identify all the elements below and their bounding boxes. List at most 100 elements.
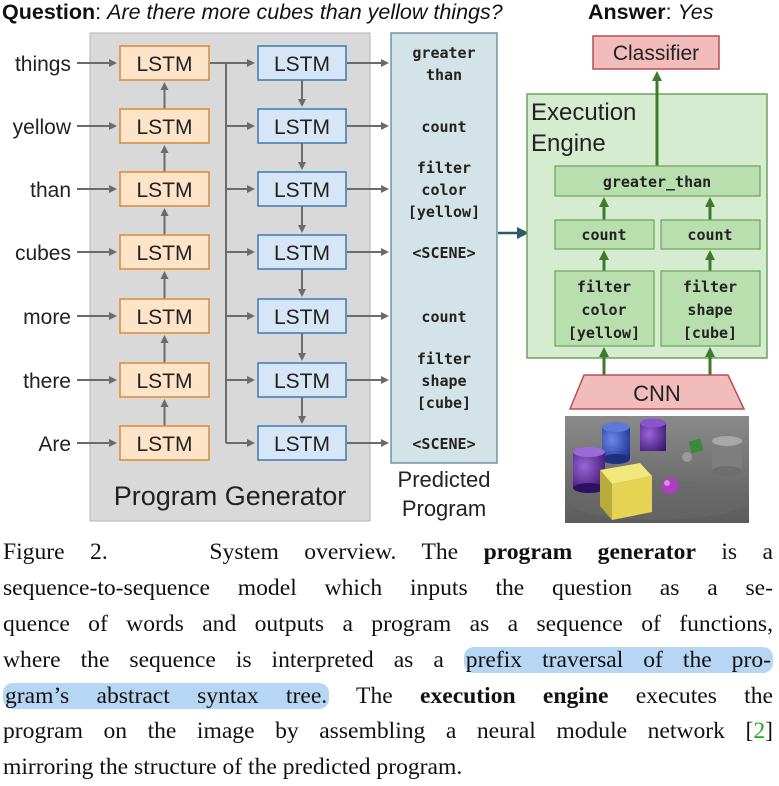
answer-label: Answer — [588, 0, 666, 24]
term-execution-engine: execution engine — [419, 682, 609, 709]
word-1: yellow — [13, 116, 72, 139]
decoder-lstm-6 — [257, 425, 347, 461]
encoder-lstm-label-2: LSTM — [136, 179, 192, 202]
caption-l4-pre: where the sequence is interpreted as a — [3, 646, 464, 673]
figure-label: Figure 2. — [3, 539, 108, 565]
caption-l1-post: is a — [695, 539, 773, 565]
encoder-lstm-label-5: LSTM — [136, 370, 192, 393]
caption-line-4: where the sequence is interpreted as a p… — [3, 643, 773, 679]
question-body: Are there more cubes than yellow things? — [107, 0, 503, 24]
system-overview-diagram: Program Generator Predicted Program thin… — [13, 32, 768, 523]
question-label: Question — [2, 0, 96, 24]
encoder-lstm-4 — [119, 298, 210, 334]
module-greater-than-label: greater_than — [603, 173, 711, 191]
module-filter-right-line-1: filter — [683, 278, 737, 296]
module-filter-left-line-1: filter — [577, 278, 631, 296]
encoder-lstm-label-4: LSTM — [136, 306, 192, 329]
encoder-lstm-label-1: LSTM — [136, 116, 192, 139]
program-token-5-line-2: [cube] — [417, 394, 471, 412]
decoder-lstm-label-5: LSTM — [274, 370, 330, 393]
program-token-3-line-0: <SCENE> — [412, 244, 475, 262]
program-token-5-line-0: filter — [417, 350, 471, 368]
classifier-label: Classifier — [613, 42, 699, 65]
classifier-box — [592, 35, 720, 70]
caption-l5-mid: The — [329, 682, 420, 709]
program-token-1-line-0: count — [421, 118, 466, 136]
caption-l1-pre: System overview. The — [209, 539, 484, 565]
program-token-0-line-1: than — [426, 66, 462, 84]
caption-line-5: gram’s abstract syntax tree. The executi… — [3, 679, 773, 715]
module-count-left — [554, 219, 655, 250]
word-5: there — [23, 370, 71, 393]
predicted-program-label-2: Program — [402, 496, 486, 521]
decoder-lstm-2 — [257, 171, 347, 207]
caption-l5-post: executes the — [608, 682, 773, 709]
encoder-lstm-0 — [119, 45, 210, 81]
caption-line-1: Figure 2. System overview. The program g… — [3, 535, 773, 571]
decoder-lstm-label-1: LSTM — [274, 116, 330, 139]
word-0: things — [15, 53, 71, 76]
module-filter-left-line-2: color — [581, 301, 626, 319]
clevr-scene-image — [565, 416, 749, 523]
program-generator-label: Program Generator — [114, 481, 347, 511]
encoder-lstm-label-6: LSTM — [136, 433, 192, 456]
program-token-5-line-1: shape — [421, 372, 466, 390]
program-token-0-line-0: greater — [412, 44, 475, 62]
word-4: more — [23, 306, 71, 329]
module-filter-right-line-3: [cube] — [683, 324, 737, 342]
program-token-2-line-2: [yellow] — [408, 203, 480, 221]
term-program-generator: program generator — [483, 539, 696, 565]
module-greater-than — [554, 165, 761, 197]
module-count-right-label: count — [687, 226, 732, 244]
encoder-lstm-5 — [119, 362, 210, 398]
module-count-right — [660, 219, 761, 250]
decoder-lstm-label-4: LSTM — [274, 306, 330, 329]
decoder-lstm-label-0: LSTM — [274, 53, 330, 76]
decoder-lstm-3 — [257, 234, 347, 270]
execution-engine-label-1: Execution — [531, 99, 636, 126]
module-filter-right-line-2: shape — [687, 301, 732, 319]
encoder-lstm-1 — [119, 108, 210, 144]
encoder-lstm-label-3: LSTM — [136, 242, 192, 265]
cnn-block — [568, 374, 746, 410]
word-6: Are — [38, 433, 71, 456]
encoder-lstm-label-0: LSTM — [136, 53, 192, 76]
encoder-lstm-3 — [119, 234, 210, 270]
program-token-2-line-0: filter — [417, 159, 471, 177]
citation-link[interactable]: 2 — [753, 718, 766, 745]
word-2: than — [30, 179, 71, 202]
question-answer-header: Question: Are there more cubes than yell… — [0, 0, 779, 28]
answer-text: Answer: Yes — [588, 0, 714, 24]
module-filter-right — [660, 270, 761, 347]
decoder-lstm-label-6: LSTM — [274, 433, 330, 456]
module-filter-left — [554, 270, 655, 347]
caption-line-3: quence of words and outputs a program as… — [3, 610, 773, 637]
highlight-prefix-traversal: prefix traversal of the pro- — [463, 646, 773, 673]
caption-line-6: program on the image by assembling a neu… — [3, 714, 773, 750]
module-count-left-label: count — [581, 226, 626, 244]
decoder-lstm-label-3: LSTM — [274, 242, 330, 265]
highlight-abstract-syntax-tree: gram’s abstract syntax tree. — [3, 682, 330, 709]
answer-body: Yes — [677, 0, 714, 24]
question-text: Question: Are there more cubes than yell… — [2, 0, 503, 24]
predicted-program-panel — [390, 32, 498, 464]
decoder-lstm-label-2: LSTM — [274, 179, 330, 202]
caption-l6-post: ] — [765, 718, 773, 745]
caption-l6-pre: program on the image by assembling a neu… — [3, 718, 754, 745]
decoder-lstm-1 — [257, 108, 347, 144]
decoder-lstm-5 — [257, 362, 347, 398]
figure-caption: Figure 2. System overview. The program g… — [3, 535, 773, 786]
decoder-lstm-4 — [257, 298, 347, 334]
program-token-6-line-0: <SCENE> — [412, 435, 475, 453]
decoder-lstm-0 — [257, 45, 347, 81]
predicted-program-label-1: Predicted — [398, 467, 491, 492]
program-token-2-line-1: color — [421, 181, 466, 199]
cnn-label: CNN — [633, 381, 681, 406]
encoder-lstm-2 — [119, 171, 210, 207]
program-token-4-line-0: count — [421, 308, 466, 326]
caption-line-7: mirroring the structure of the predicted… — [3, 754, 463, 781]
module-filter-left-line-3: [yellow] — [568, 324, 640, 342]
execution-engine-label-2: Engine — [531, 130, 606, 157]
encoder-lstm-6 — [119, 425, 210, 461]
